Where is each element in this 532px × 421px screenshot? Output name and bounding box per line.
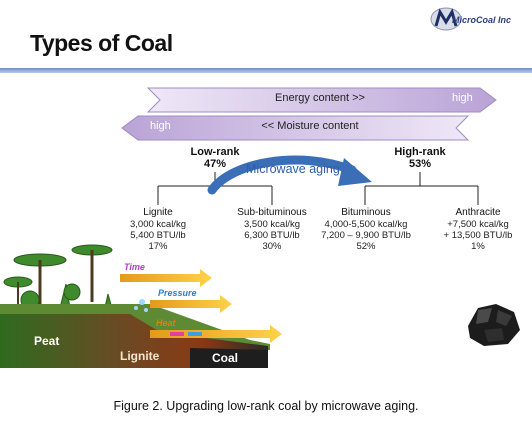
coal-btu: 6,300 BTU/lb [244,230,300,241]
coal-kcal: 3,000 kcal/kg [130,219,186,230]
coal-kcal: 4,000-5,500 kcal/kg [324,219,408,230]
high-rank-percent: 53% [408,158,432,170]
coal-seam [190,348,268,368]
moisture-content-label: << Moisture content [261,120,359,132]
tree-lines [157,172,479,205]
coal-btu: 5,400 BTU/lb [130,230,186,241]
coal-name: Bituminous [341,207,391,218]
coal-btu: + 13,500 BTU/lb [443,230,513,241]
microwave-aging-arrowhead [338,158,372,186]
coal-share: 1% [471,241,485,252]
coal-share: 30% [262,241,282,252]
slide-title: Types of Coal [30,30,173,56]
energy-high-label: high [452,92,473,104]
layer-peat-label: Peat [34,334,60,348]
coal-formation-illustration [0,244,282,368]
microcoal-logo-icon [430,7,462,31]
layer-lignite-label: Lignite [120,349,160,363]
header-divider [0,68,532,73]
pressure-arrow [150,295,232,313]
pressure-bubbles-icon [134,299,148,312]
low-rank-percent: 47% [203,158,227,170]
moisture-high-label: high [150,120,171,132]
coal-type-lignite: Lignite 3,000 kcal/kg 5,400 BTU/lb 17% [108,207,208,252]
coal-type-anthracite: Anthracite +7,500 kcal/kg + 13,500 BTU/l… [426,207,530,252]
microwave-aging-arrow [207,155,357,195]
coal-name: Lignite [143,207,173,218]
coal-share: 52% [356,241,376,252]
layer-coal-label: Coal [212,351,239,365]
moisture-band [121,115,470,141]
coal-name: Sub-bituminous [237,207,307,218]
coal-kcal: 3,500 kcal/kg [244,219,300,230]
coal-name: Anthracite [455,207,501,218]
factor-time-label: Time [124,262,145,272]
energy-content-label: Energy content >> [275,92,365,104]
coal-type-sub-bituminous: Sub-bituminous 3,500 kcal/kg 6,300 BTU/l… [218,207,326,252]
coal-type-bituminous: Bituminous 4,000-5,500 kcal/kg 7,200 – 9… [308,207,424,252]
heat-arrow [150,325,282,343]
factor-pressure-label: Pressure [158,288,197,298]
high-rank-label: High-rank [394,146,446,158]
coal-share: 17% [148,241,168,252]
energy-band [146,87,497,113]
swamp-vegetation [3,244,114,313]
logo-text: MicroCoal Inc [452,15,512,25]
coal-btu: 7,200 – 9,900 BTU/lb [321,230,411,241]
figure-caption: Figure 2. Upgrading low-rank coal by mic… [113,399,419,413]
microwave-aging-label: Microwave aging [246,162,340,176]
coal-kcal: +7,500 kcal/kg [447,219,509,230]
heat-dash-blue [188,332,202,336]
time-arrow [120,269,212,287]
low-rank-label: Low-rank [190,146,240,158]
heat-dash-pink [170,332,184,336]
factor-heat-label: Heat [156,318,176,328]
content-bands [121,87,497,141]
anthracite-lump-image [468,304,520,346]
